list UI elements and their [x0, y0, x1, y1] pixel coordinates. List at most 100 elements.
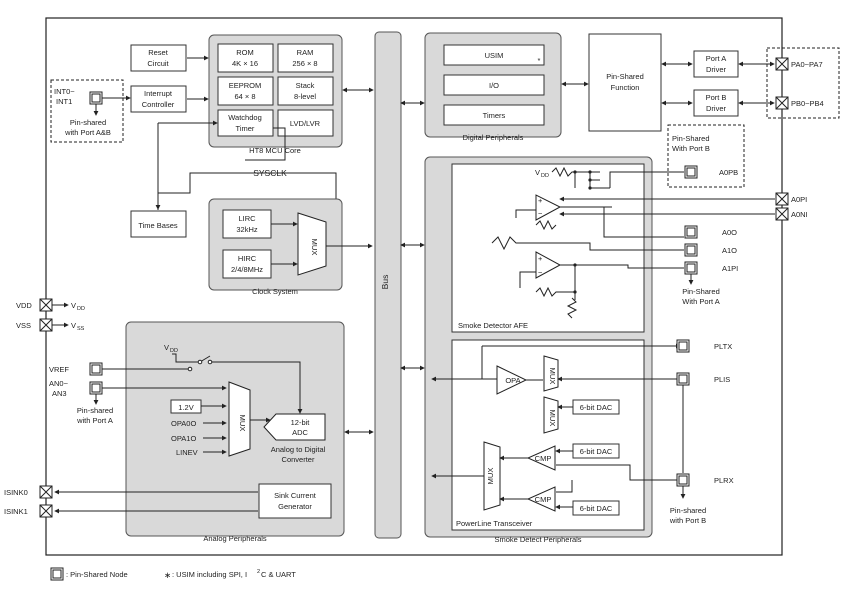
lirc-freq: 32kHz	[236, 225, 258, 234]
port-a-driver-2: Driver	[706, 65, 727, 74]
afe-resistor-ladder	[551, 166, 610, 190]
cmp-top-label: CMP	[535, 454, 552, 463]
mcu-core-title: HT8 MCU Core	[249, 146, 301, 155]
pa-pin-icon	[775, 57, 789, 71]
a0pb-region	[667, 124, 745, 188]
isink0-label: ISINK0	[4, 488, 28, 497]
clock-mux-label: MUX	[310, 239, 319, 256]
port-a-driver-block	[693, 50, 739, 78]
afe-pinshared-2: With Port A	[682, 297, 720, 306]
port-pins-region	[766, 47, 840, 119]
afe-gain-resistor	[566, 297, 578, 319]
afe-opamp-0-plus: +	[538, 196, 543, 205]
a0pi-pin-icon	[775, 192, 789, 206]
isink0-pin-icon	[39, 485, 53, 499]
afe-opamp-1-fb	[519, 271, 536, 288]
powerline-mux-mid	[543, 396, 559, 434]
afe-vdd-v: V	[535, 168, 540, 177]
vdd-out-v: V	[71, 301, 76, 310]
watchdog-label-2: Timer	[236, 124, 255, 133]
powerline-mux-top-label: MUX	[548, 368, 557, 385]
vdd-pin-label: VDD	[16, 301, 32, 310]
hirc-label: HIRC	[238, 254, 257, 263]
a1o-line	[491, 236, 684, 251]
opa0o-label: OPA0O	[171, 419, 196, 428]
plrx-label: PLRX	[714, 476, 734, 485]
io-block	[443, 74, 545, 96]
sink-label-2: Generator	[278, 502, 312, 511]
reset-label-2: Circuit	[147, 59, 169, 68]
cmp-bottom-input	[556, 480, 573, 493]
dac-bottom	[572, 500, 620, 516]
pin-shared-function-2: Function	[611, 83, 640, 92]
stack-block	[277, 76, 334, 106]
powerline-opa-label: OPA	[505, 376, 520, 385]
bus-label: Bus	[380, 275, 390, 290]
powerline-pinshared-2: with Port B	[669, 516, 706, 525]
powerline-mux-bottom	[483, 441, 501, 511]
mcu-core-group: ROM 4K × 16 RAM 256 × 8 EEPROM 64 × 8 St…	[208, 34, 343, 155]
rom-label: ROM	[236, 48, 254, 57]
port-b-driver-2: Driver	[706, 104, 727, 113]
cmp-bottom	[526, 486, 556, 512]
vdd-pin-icon	[39, 298, 53, 312]
lvd-block	[277, 109, 334, 137]
int-pin-region	[50, 79, 124, 143]
hirc-freq: 2/4/8MHz	[231, 265, 263, 274]
powerline-opa	[496, 365, 528, 395]
legend-pin-node: : Pin-Shared Node	[66, 570, 128, 579]
cmp-bottom-label: CMP	[535, 495, 552, 504]
interrupt-label-1: Interrupt	[144, 89, 173, 98]
analog-vdd-v: V	[164, 343, 169, 352]
dac-bottom-label: 6-bit DAC	[580, 504, 613, 513]
analog-mux	[228, 381, 251, 457]
pa-label: PA0~PA7	[791, 60, 823, 69]
io-label: I/O	[489, 81, 499, 90]
pin-shared-function-block	[588, 33, 662, 132]
pin-shared-function-1: Pin-Shared	[606, 72, 644, 81]
bus-bar	[374, 31, 402, 539]
legend-usim-note-sup: 2	[257, 569, 260, 575]
watchdog-label-1: Watchdog	[228, 113, 262, 122]
digital-peripherals-title: Digital Peripherals	[463, 133, 524, 142]
lirc-label: LIRC	[238, 214, 256, 223]
afe-feedback-resistor-0	[535, 219, 557, 231]
interrupt-controller-block	[130, 85, 187, 113]
afe-opamp-1-plus: +	[538, 254, 543, 263]
adc-shape	[263, 413, 326, 441]
smoke-afe-title: Smoke Detector AFE	[458, 321, 528, 330]
watchdog-clock-line	[245, 127, 286, 161]
time-bases-label: Time Bases	[138, 221, 178, 230]
port-a-driver-1: Port A	[706, 54, 726, 63]
vss-out-v: V	[71, 321, 76, 330]
sysclk-line	[158, 172, 337, 246]
a1pi-line	[560, 264, 684, 269]
an-pinshared-1: Pin-shared	[77, 406, 113, 415]
isink1-pin-icon	[39, 504, 53, 518]
sink-current-block	[258, 483, 332, 519]
sink-label-1: Sink Current	[274, 491, 317, 500]
afe-opamp-0	[535, 194, 562, 221]
analog-vdd-wire	[172, 353, 200, 363]
stack-depth: 8-level	[294, 92, 316, 101]
afe-a0pb-line	[609, 171, 684, 188]
powerline-mux-bottom-label: MUX	[486, 468, 495, 485]
powerline-mux-top	[543, 355, 559, 392]
a0ni-pin-icon	[775, 207, 789, 221]
legend-usim-note-b: C & UART	[261, 570, 296, 579]
time-bases-block	[130, 210, 187, 238]
smoke-detect-title: Smoke Detect Peripherals	[494, 535, 581, 544]
opa1o-label: OPA1O	[171, 434, 196, 443]
powerline-title: PowerLine Transceiver	[456, 519, 533, 528]
afe-pinshared-1: Pin-Shared	[682, 287, 720, 296]
an-pin-node	[89, 381, 103, 395]
adc-caption-2: Converter	[282, 455, 315, 464]
watchdog-block	[217, 109, 274, 137]
lvd-label: LVD/LVR	[290, 119, 321, 128]
vref-to-adc	[212, 361, 303, 414]
ram-block	[277, 43, 334, 73]
int-pin-label-2: INT1	[56, 97, 72, 106]
analog-title: Analog Peripherals	[203, 534, 267, 543]
interrupt-label-2: Controller	[142, 100, 175, 109]
an-label-1: AN0~	[49, 379, 69, 388]
